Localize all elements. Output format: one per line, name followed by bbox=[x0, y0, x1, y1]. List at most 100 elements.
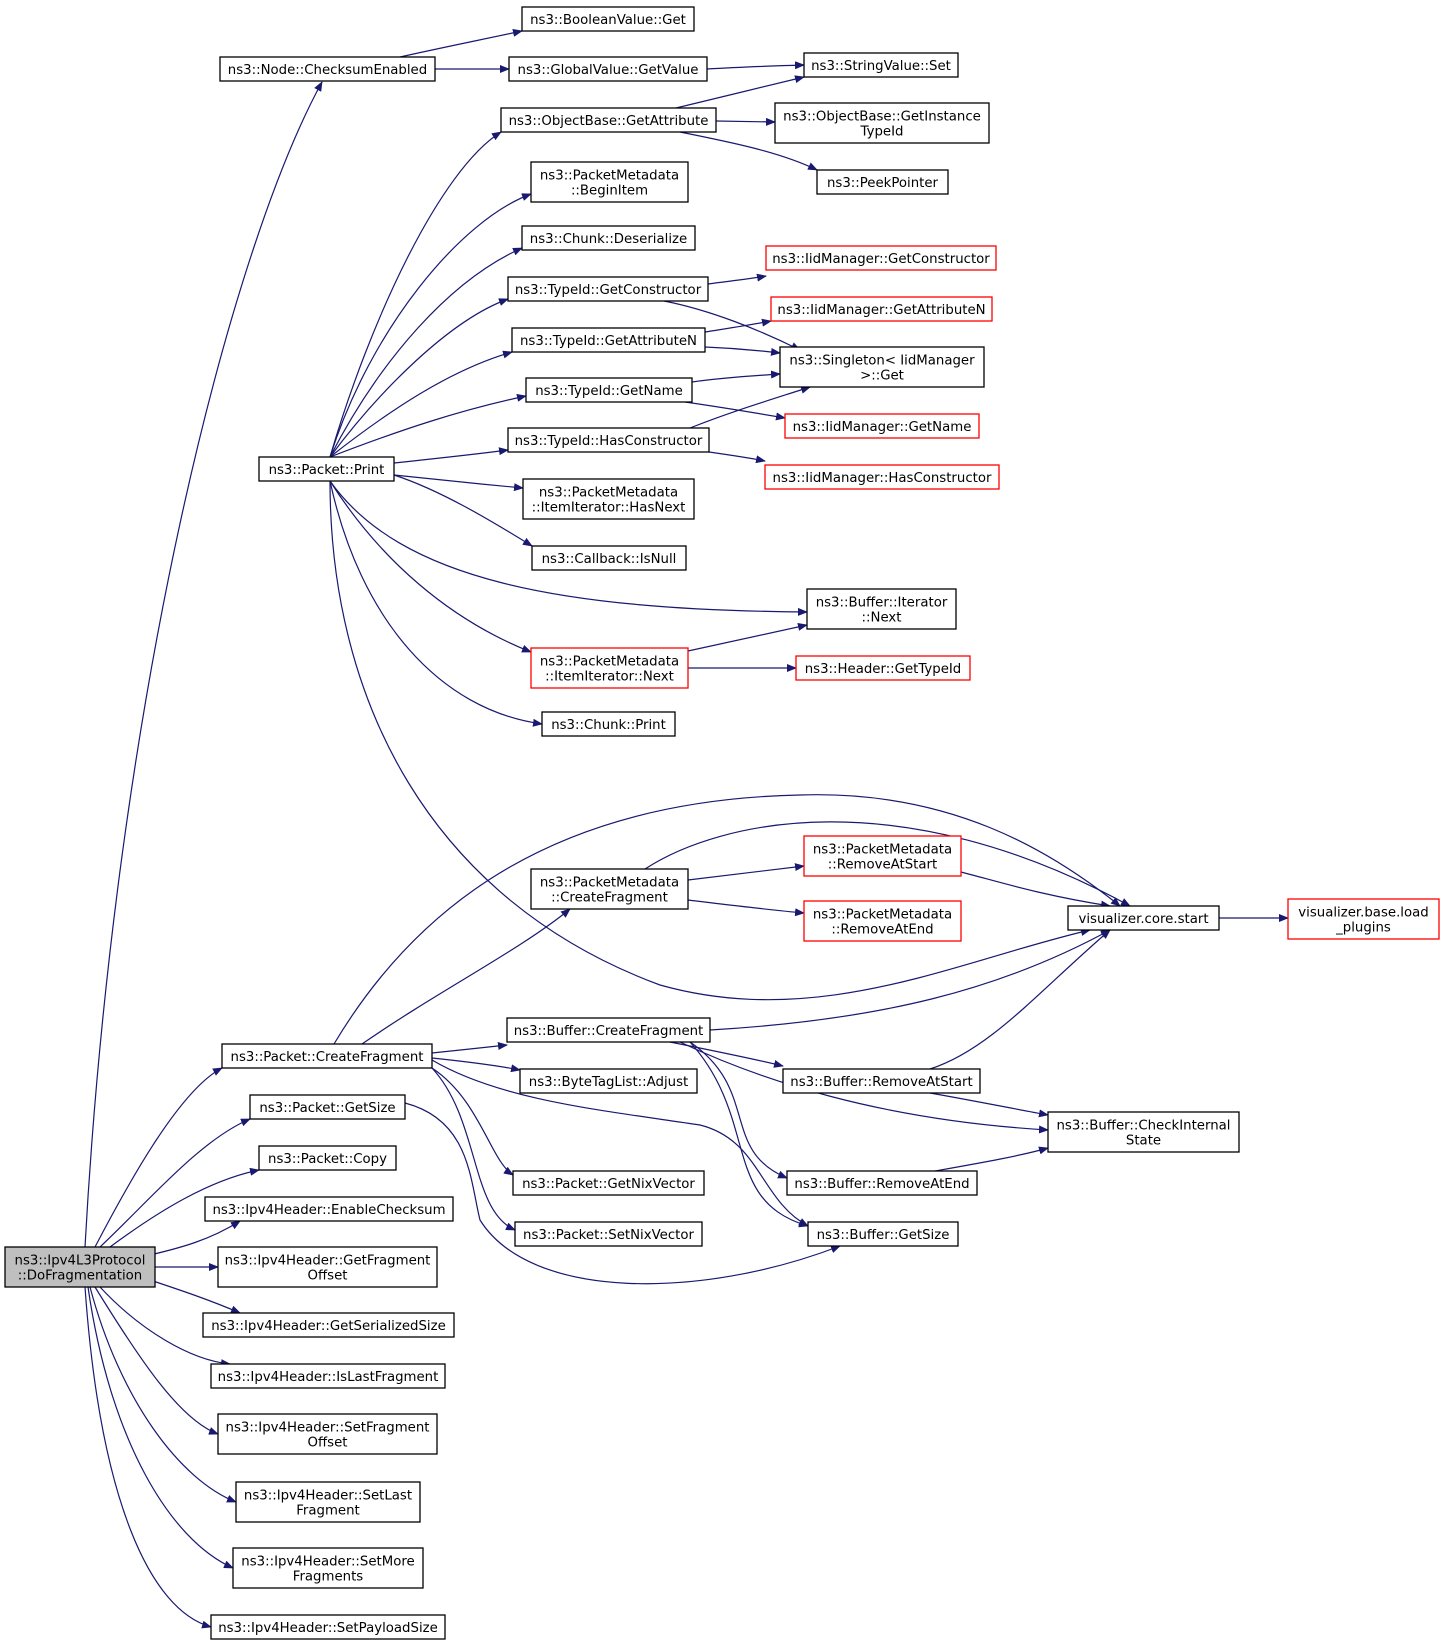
call-edge bbox=[644, 821, 1131, 907]
node-label: ::RemoveAtStart bbox=[828, 858, 937, 873]
node-label: ns3::Ipv4L3Protocol bbox=[15, 1254, 146, 1269]
node-boolean-get[interactable]: ns3::BooleanValue::Get bbox=[521, 6, 695, 32]
node-is-last-fragment[interactable]: ns3::Ipv4Header::IsLastFragment bbox=[210, 1363, 446, 1389]
node-label: ns3::ObjectBase::GetAttribute bbox=[509, 114, 709, 129]
node-label: ns3::PacketMetadata bbox=[540, 876, 679, 891]
node-box bbox=[530, 647, 689, 689]
node-chunk-deserialize[interactable]: ns3::Chunk::Deserialize bbox=[521, 225, 696, 251]
node-iid-has-constructor[interactable]: ns3::IidManager::HasConstructor bbox=[764, 464, 1000, 490]
call-edge bbox=[329, 193, 532, 458]
node-label: ns3::Ipv4Header::SetLast bbox=[244, 1489, 412, 1504]
node-box bbox=[204, 1196, 454, 1222]
node-buf-remove-at-start[interactable]: ns3::Buffer::RemoveAtStart bbox=[782, 1068, 981, 1094]
node-box bbox=[530, 868, 689, 910]
node-label: ns3::Node::ChecksumEnabled bbox=[228, 63, 427, 78]
node-buf-iter-next[interactable]: ns3::Buffer::Iterator::Next bbox=[806, 588, 957, 630]
node-label: ns3::Packet::GetNixVector bbox=[522, 1177, 695, 1192]
node-packet-get-size[interactable]: ns3::Packet::GetSize bbox=[249, 1094, 406, 1120]
node-pm-remove-at-end[interactable]: ns3::PacketMetadata::RemoveAtEnd bbox=[803, 900, 962, 942]
call-edge bbox=[149, 1220, 241, 1256]
node-enable-checksum[interactable]: ns3::Ipv4Header::EnableChecksum bbox=[204, 1196, 454, 1222]
node-packet-print[interactable]: ns3::Packet::Print bbox=[258, 456, 395, 482]
node-label: ns3::TypeId::HasConstructor bbox=[515, 434, 703, 449]
node-packet-create-fragment[interactable]: ns3::Packet::CreateFragment bbox=[221, 1043, 433, 1069]
call-edge bbox=[84, 1286, 212, 1629]
node-label: visualizer.core.start bbox=[1078, 912, 1208, 927]
node-label: ns3::Header::GetTypeId bbox=[805, 662, 962, 677]
node-iid-get-constructor[interactable]: ns3::IidManager::GetConstructor bbox=[765, 245, 997, 271]
node-label: ns3::Ipv4Header::IsLastFragment bbox=[218, 1370, 439, 1385]
node-type-get-constructor[interactable]: ns3::TypeId::GetConstructor bbox=[507, 276, 709, 302]
call-edge bbox=[329, 393, 527, 458]
call-edge bbox=[709, 929, 1111, 1031]
node-iid-get-name[interactable]: ns3::IidManager::GetName bbox=[784, 413, 980, 439]
node-callback-is-null[interactable]: ns3::Callback::IsNull bbox=[531, 545, 687, 571]
call-edge bbox=[934, 1146, 1049, 1172]
node-pm-next[interactable]: ns3::PacketMetadata::ItemIterator::Next bbox=[530, 647, 689, 689]
node-viz-start[interactable]: visualizer.core.start bbox=[1067, 905, 1220, 931]
node-box bbox=[521, 6, 695, 32]
node-label: Offset bbox=[308, 1436, 348, 1451]
call-edge bbox=[689, 1041, 809, 1228]
node-get-nix-vector[interactable]: ns3::Packet::GetNixVector bbox=[512, 1170, 705, 1196]
node-box bbox=[219, 56, 436, 82]
node-label: >::Get bbox=[860, 369, 904, 384]
node-obj-get-attribute[interactable]: ns3::ObjectBase::GetAttribute bbox=[500, 107, 717, 133]
call-edge bbox=[87, 1286, 234, 1569]
node-pm-create-fragment[interactable]: ns3::PacketMetadata::CreateFragment bbox=[530, 868, 689, 910]
call-edge bbox=[704, 318, 772, 333]
node-label: ::BeginItem bbox=[571, 184, 648, 199]
node-root[interactable]: ns3::Ipv4L3Protocol::DoFragmentation bbox=[4, 1246, 156, 1288]
node-packet-copy[interactable]: ns3::Packet::Copy bbox=[258, 1145, 397, 1171]
call-edge bbox=[675, 75, 805, 109]
node-label: _plugins bbox=[1335, 921, 1391, 936]
node-label: ns3::IidManager::GetConstructor bbox=[772, 252, 990, 267]
node-type-get-name[interactable]: ns3::TypeId::GetName bbox=[525, 377, 693, 403]
node-viz-load-plugins[interactable]: visualizer.base.load_plugins bbox=[1287, 898, 1440, 940]
node-checksum-enabled[interactable]: ns3::Node::ChecksumEnabled bbox=[219, 56, 436, 82]
node-peek-pointer[interactable]: ns3::PeekPointer bbox=[816, 169, 949, 195]
call-edge bbox=[689, 385, 811, 429]
node-box bbox=[507, 276, 709, 302]
node-label: ns3::Packet::GetSize bbox=[259, 1101, 395, 1116]
node-box bbox=[774, 102, 990, 144]
node-label: ::Next bbox=[862, 611, 902, 626]
node-label: ns3::Ipv4Header::SetMore bbox=[241, 1555, 414, 1570]
node-buf-get-size[interactable]: ns3::Buffer::GetSize bbox=[807, 1221, 959, 1247]
node-box bbox=[210, 1614, 446, 1640]
call-edge bbox=[708, 451, 766, 464]
node-header-get-type-id[interactable]: ns3::Header::GetTypeId bbox=[795, 655, 971, 681]
call-edge bbox=[329, 480, 532, 653]
node-box bbox=[507, 427, 710, 453]
call-edge bbox=[431, 1067, 516, 1231]
node-singleton-get[interactable]: ns3::Singleton< IidManager>::Get bbox=[779, 346, 985, 388]
node-buf-create-fragment[interactable]: ns3::Buffer::CreateFragment bbox=[506, 1017, 711, 1043]
node-label: ns3::Ipv4Header::GetSerializedSize bbox=[211, 1319, 446, 1334]
node-pm-begin-item[interactable]: ns3::PacketMetadata::BeginItem bbox=[530, 161, 689, 203]
node-global-get-value[interactable]: ns3::GlobalValue::GetValue bbox=[508, 56, 708, 82]
node-get-serialized-size[interactable]: ns3::Ipv4Header::GetSerializedSize bbox=[202, 1312, 455, 1338]
node-pm-remove-at-start[interactable]: ns3::PacketMetadata::RemoveAtStart bbox=[803, 835, 962, 877]
node-iid-get-attribute-n[interactable]: ns3::IidManager::GetAttributeN bbox=[770, 296, 993, 322]
node-buf-remove-at-end[interactable]: ns3::Buffer::RemoveAtEnd bbox=[786, 1170, 978, 1196]
node-type-get-attribute-n[interactable]: ns3::TypeId::GetAttributeN bbox=[511, 327, 706, 353]
node-label: visualizer.base.load bbox=[1298, 906, 1428, 921]
node-string-set[interactable]: ns3::StringValue::Set bbox=[803, 52, 959, 78]
node-set-payload-size[interactable]: ns3::Ipv4Header::SetPayloadSize bbox=[210, 1614, 446, 1640]
node-label: ns3::Buffer::RemoveAtEnd bbox=[794, 1177, 969, 1192]
node-type-has-constructor[interactable]: ns3::TypeId::HasConstructor bbox=[507, 427, 710, 453]
node-set-nix-vector[interactable]: ns3::Packet::SetNixVector bbox=[514, 1221, 703, 1247]
node-byte-tag-adjust[interactable]: ns3::ByteTagList::Adjust bbox=[519, 1068, 698, 1094]
node-chunk-print[interactable]: ns3::Chunk::Print bbox=[541, 711, 676, 737]
node-label: Offset bbox=[308, 1269, 348, 1284]
node-pm-has-next[interactable]: ns3::PacketMetadata::ItemIterator::HasNe… bbox=[522, 478, 695, 520]
call-edge bbox=[329, 480, 1091, 1001]
node-box bbox=[779, 346, 985, 388]
